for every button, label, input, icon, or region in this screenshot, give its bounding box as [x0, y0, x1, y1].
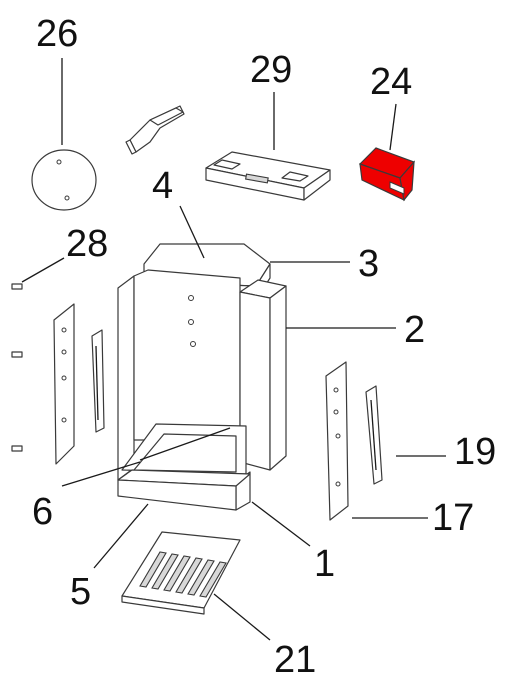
- callout-6: 6: [32, 491, 53, 533]
- callout-24: 24: [370, 61, 412, 103]
- part-5-front-sill[interactable]: [117, 469, 251, 511]
- part-2-right-wall[interactable]: [239, 285, 287, 471]
- part-21-grate[interactable]: [121, 531, 241, 615]
- callout-2: 2: [404, 309, 425, 351]
- left-side-plate[interactable]: [53, 303, 75, 465]
- callout-4: 4: [152, 165, 173, 207]
- leader-lines: [21, 58, 446, 641]
- part-26-disc[interactable]: [31, 149, 97, 211]
- part-left-wall[interactable]: [117, 275, 135, 481]
- callout-26: 26: [36, 13, 78, 55]
- part-17-right-plate[interactable]: [325, 361, 349, 521]
- callout-29: 29: [250, 49, 292, 91]
- callout-5: 5: [70, 571, 91, 613]
- part-6-floor-tray[interactable]: [121, 423, 247, 475]
- part-29-baffle-tray[interactable]: [205, 151, 331, 201]
- callout-19: 19: [454, 431, 496, 473]
- callout-1: 1: [314, 543, 335, 585]
- part-24-highlighted-bracket[interactable]: [358, 147, 416, 202]
- callout-3: 3: [358, 243, 379, 285]
- grate-slots: [139, 551, 227, 598]
- callout-17: 17: [432, 497, 474, 539]
- callout-21: 21: [274, 639, 316, 681]
- part-back-wall[interactable]: [133, 269, 241, 441]
- callout-labels: 26 29 24 4 28 3 2 19 6 17 1 5 21: [32, 13, 496, 681]
- part-bent-bracket[interactable]: [125, 105, 185, 155]
- callout-28: 28: [66, 223, 108, 265]
- left-side-strip[interactable]: [91, 329, 105, 433]
- part-19-right-strip[interactable]: [365, 385, 383, 485]
- part-28-pins[interactable]: [11, 283, 23, 452]
